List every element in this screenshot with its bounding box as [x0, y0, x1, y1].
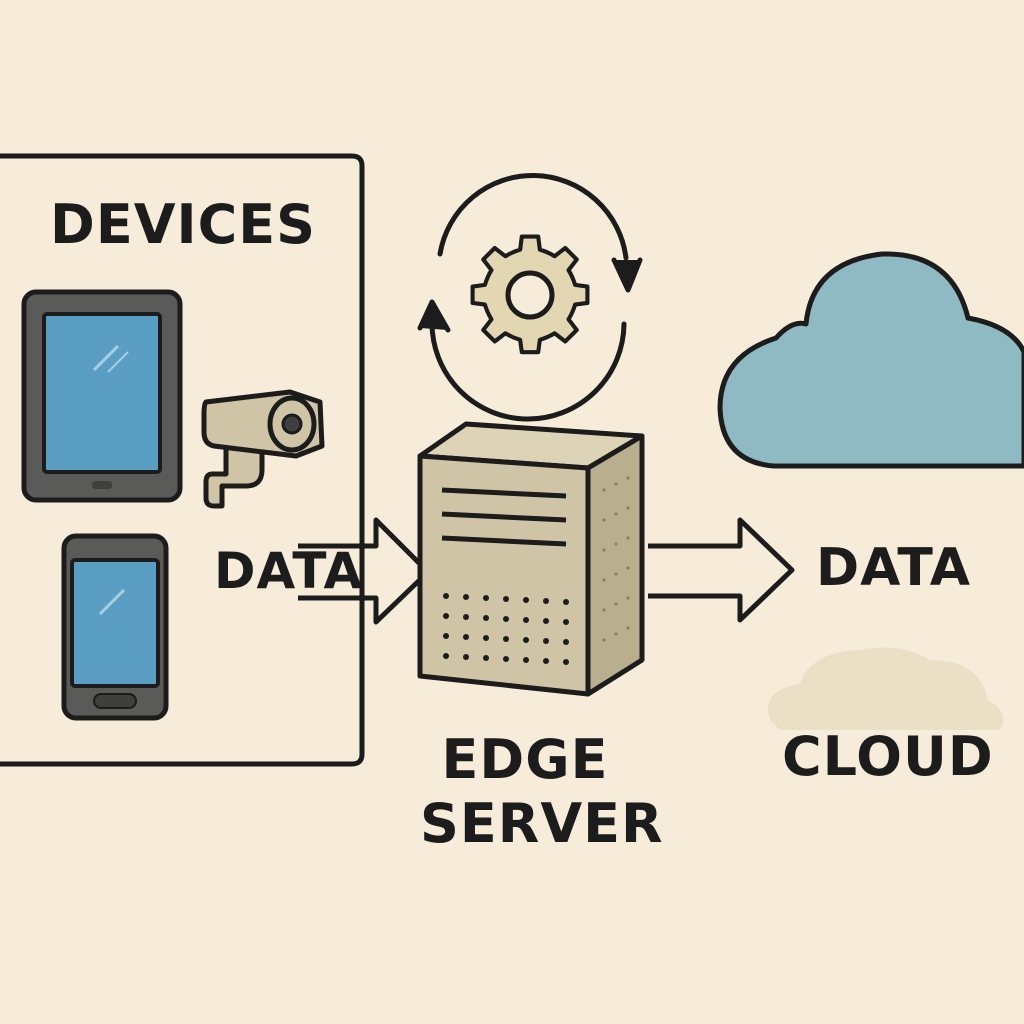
cloud-icon [717, 251, 1024, 469]
gear-icon [470, 234, 590, 355]
devices-box [0, 153, 365, 767]
server-icon [417, 421, 645, 697]
server-side-texture [602, 476, 630, 642]
edge-server-label-line2: SERVER [420, 792, 664, 855]
sync-arrows-icon [417, 173, 643, 422]
edge-server-label-line1: EDGE [441, 728, 609, 791]
data-out-label: DATA [816, 538, 972, 598]
faint-cloud-shape [768, 647, 1004, 730]
cloud-label: CLOUD [782, 725, 994, 788]
server-vent-dots [443, 593, 569, 665]
tablet-icon [21, 289, 183, 503]
security-camera-icon [201, 389, 325, 509]
edge-server-label: EDGE SERVER [420, 728, 664, 856]
smartphone-icon [61, 533, 169, 721]
devices-title: DEVICES [50, 193, 317, 256]
data-in-label: DATA [214, 542, 364, 600]
data-out-arrow [648, 517, 795, 623]
